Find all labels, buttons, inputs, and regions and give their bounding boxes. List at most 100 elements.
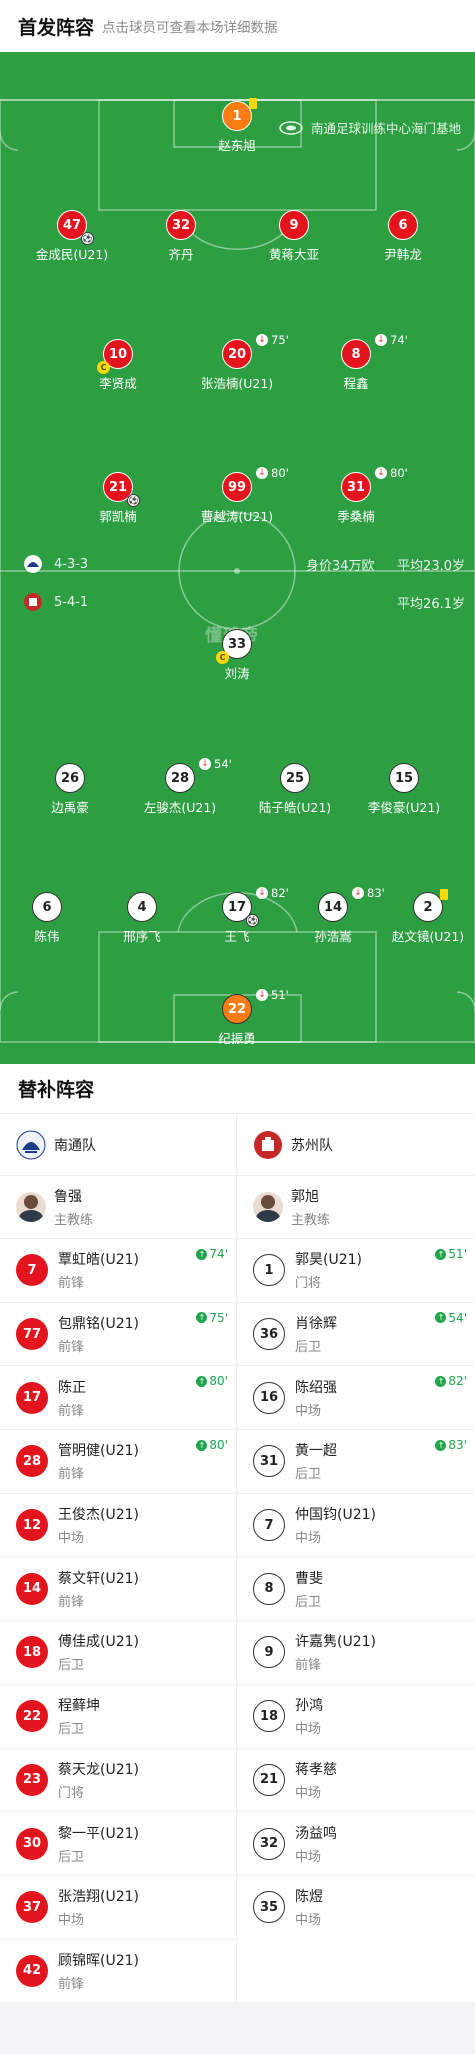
player-number: 77 [16,1318,48,1351]
goal-ball-icon: ⚽ [246,914,259,927]
player-number: 6 [398,217,408,233]
player-name: 左骏杰(U21) [143,800,217,815]
sub-in-badge: ↑51' [435,1247,467,1261]
player-home[interactable]: 9 黄蒋大亚 [234,210,354,263]
player-name: 仲国钧(U21) [295,1507,376,1524]
sub-in-icon: ↑ [435,1312,447,1324]
player-away[interactable]: 15 李俊豪(U21) [344,763,464,816]
pitch: 南通足球训练中心海门基地 懂球帝 4-3-3 身价34万欧 平均23.0岁 5-… [0,52,475,1064]
player-number: 7 [253,1509,285,1542]
sub-out-badge: ↓74' [375,333,408,347]
player-name: 尹韩龙 [384,247,422,262]
player-home[interactable]: ↓80' 99 曹越涛(U21) [177,466,297,525]
player-away[interactable]: 25 陆子皓(U21) [235,763,355,816]
sub-in-icon: ↑ [435,1375,447,1387]
player-position: 后卫 [295,1594,322,1610]
player-number: 32 [253,1827,285,1860]
player-number: 31 [253,1445,285,1478]
sub-out-badge: ↓80' [375,466,408,480]
player-name: 程鑫 [343,376,369,391]
player-home[interactable]: 6 尹韩龙 [343,210,463,263]
player-away[interactable]: 6 陈伟 [0,892,107,945]
player-number: 28 [16,1445,48,1478]
player-away[interactable]: ↓54' 28 左骏杰(U21) [120,757,240,816]
player-number: 37 [16,1891,48,1924]
player-name: 陆子皓(U21) [258,800,332,815]
player-away[interactable]: ↓83' 14 孙浩嵩 [273,886,393,945]
player-away-gk[interactable]: ↓51' 22 纪振勇 [177,988,297,1047]
away-team-header[interactable]: 苏州队 [237,1114,475,1176]
player-home[interactable]: 47⚽ 金成民(U21) [12,210,132,263]
player-home[interactable]: 32 齐丹 [121,210,241,263]
player-number: 18 [16,1636,48,1669]
sub-in-time: 75' [209,1310,228,1325]
player-position: 后卫 [58,1722,85,1738]
sub-in-time: 80' [209,1438,228,1453]
home-coach[interactable]: 鲁强 主教练 [0,1176,236,1238]
player-name: 程藓坤 [58,1698,100,1715]
player-number: 10 [108,346,128,362]
player-home[interactable]: ↓80' 31 季桑楠 [296,466,416,525]
player-away[interactable]: 4 邢序飞 [82,892,202,945]
player-home-gk[interactable]: 1 赵东旭 [177,98,297,154]
player-home[interactable]: ↓74' 8 程鑫 [296,333,416,392]
sub-in-icon: ↑ [196,1375,208,1387]
player-position: 前锋 [58,1276,85,1292]
player-name: 齐丹 [168,247,194,262]
player-name: 赵东旭 [218,138,256,153]
player-number: 1 [253,1254,285,1287]
player-away[interactable]: ↓82' 17⚽ 王飞 [177,886,297,945]
player-away[interactable]: 26 边禹豪 [10,763,130,816]
player-position: 中场 [295,1913,322,1929]
player-number: 99 [227,479,247,495]
player-away[interactable]: 2 赵文镜(U21) [368,889,475,945]
player-number: 9 [253,1636,285,1669]
home-formation: 4-3-3 [54,556,89,572]
player-home[interactable]: ↓75' 20 张浩楠(U21) [177,333,297,392]
player-name: 孙浩嵩 [314,929,352,944]
footer-space [0,2002,475,2054]
player-position: 后卫 [295,1340,322,1356]
sub-out-icon: ↓ [375,334,387,346]
player-position: 后卫 [58,1658,85,1674]
sub-in-badge: ↑54' [435,1311,467,1325]
away-coach[interactable]: 郭旭 主教练 [237,1176,475,1238]
away-formation: 5-4-1 [54,594,89,610]
player-number: 31 [346,479,366,495]
player-name: 刘涛 [224,666,250,681]
player-name: 管明健(U21) [58,1443,139,1460]
player-home[interactable]: 21⚽ 郭凯楠 [58,472,178,525]
player-number: 8 [253,1572,285,1605]
page-subtitle: 点击球员可查看本场详细数据 [102,20,278,36]
home-team-header[interactable]: 南通队 [0,1114,236,1176]
player-number: 12 [16,1509,48,1542]
player-name: 汤益鸣 [295,1825,337,1842]
player-number: 32 [171,217,191,233]
